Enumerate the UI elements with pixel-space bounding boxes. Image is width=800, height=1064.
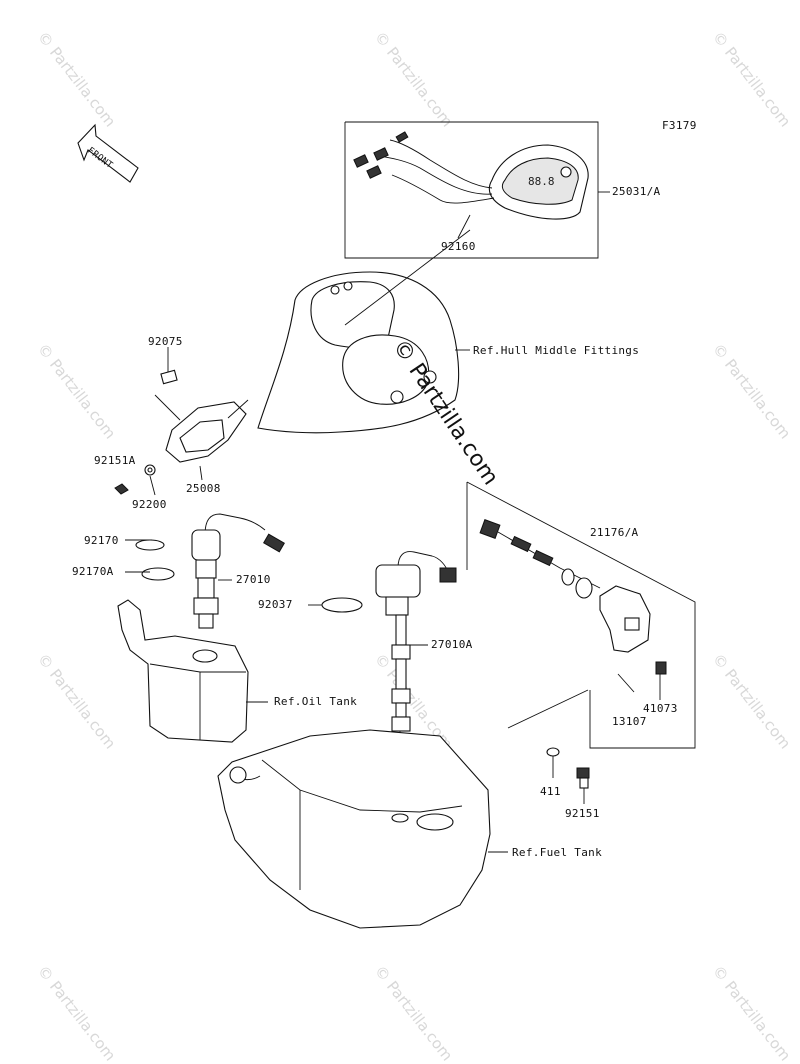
callout-411[interactable]: 411 <box>540 785 561 798</box>
fuel-level-sensor <box>321 551 457 815</box>
front-arrow-icon <box>77 123 139 183</box>
callout-92170A[interactable]: 92170A <box>72 565 114 578</box>
leader-lines <box>125 191 610 606</box>
callout-92151A[interactable]: 92151A <box>94 454 136 467</box>
callout-13107[interactable]: 13107 <box>612 715 647 728</box>
washer-and-bolt <box>546 747 590 804</box>
callout-25031A[interactable]: 25031/A <box>612 185 661 198</box>
callout-21176A[interactable]: 21176/A <box>590 526 639 539</box>
callout-ref-hull[interactable]: Ref.Hull Middle Fittings <box>473 344 640 357</box>
meter-box <box>344 121 599 259</box>
callout-92151[interactable]: 92151 <box>565 807 600 820</box>
callout-92037[interactable]: 92037 <box>258 598 293 611</box>
callout-92075[interactable]: 92075 <box>148 335 183 348</box>
callout-ref-oil[interactable]: Ref.Oil Tank <box>274 695 358 708</box>
callout-ref-fuel[interactable]: Ref.Fuel Tank <box>512 846 602 859</box>
bracket-assembly <box>114 369 249 496</box>
hull-middle-fitting <box>257 229 471 434</box>
figure-code: F3179 <box>662 119 697 132</box>
fuel-tank <box>217 729 508 929</box>
oil-level-sensor <box>135 513 285 629</box>
oil-tank <box>117 599 268 743</box>
callout-92160[interactable]: 92160 <box>441 240 476 253</box>
meter-unit: 88.8 <box>353 131 589 239</box>
svg-text:88.8: 88.8 <box>528 175 555 188</box>
callout-27010A[interactable]: 27010A <box>431 638 473 651</box>
callout-92170[interactable]: 92170 <box>84 534 119 547</box>
callout-41073[interactable]: 41073 <box>643 702 678 715</box>
cable-assembly <box>479 519 667 700</box>
callout-27010[interactable]: 27010 <box>236 573 271 586</box>
cable-assembly-box <box>466 481 696 749</box>
callout-92200[interactable]: 92200 <box>132 498 167 511</box>
callout-25008[interactable]: 25008 <box>186 482 221 495</box>
